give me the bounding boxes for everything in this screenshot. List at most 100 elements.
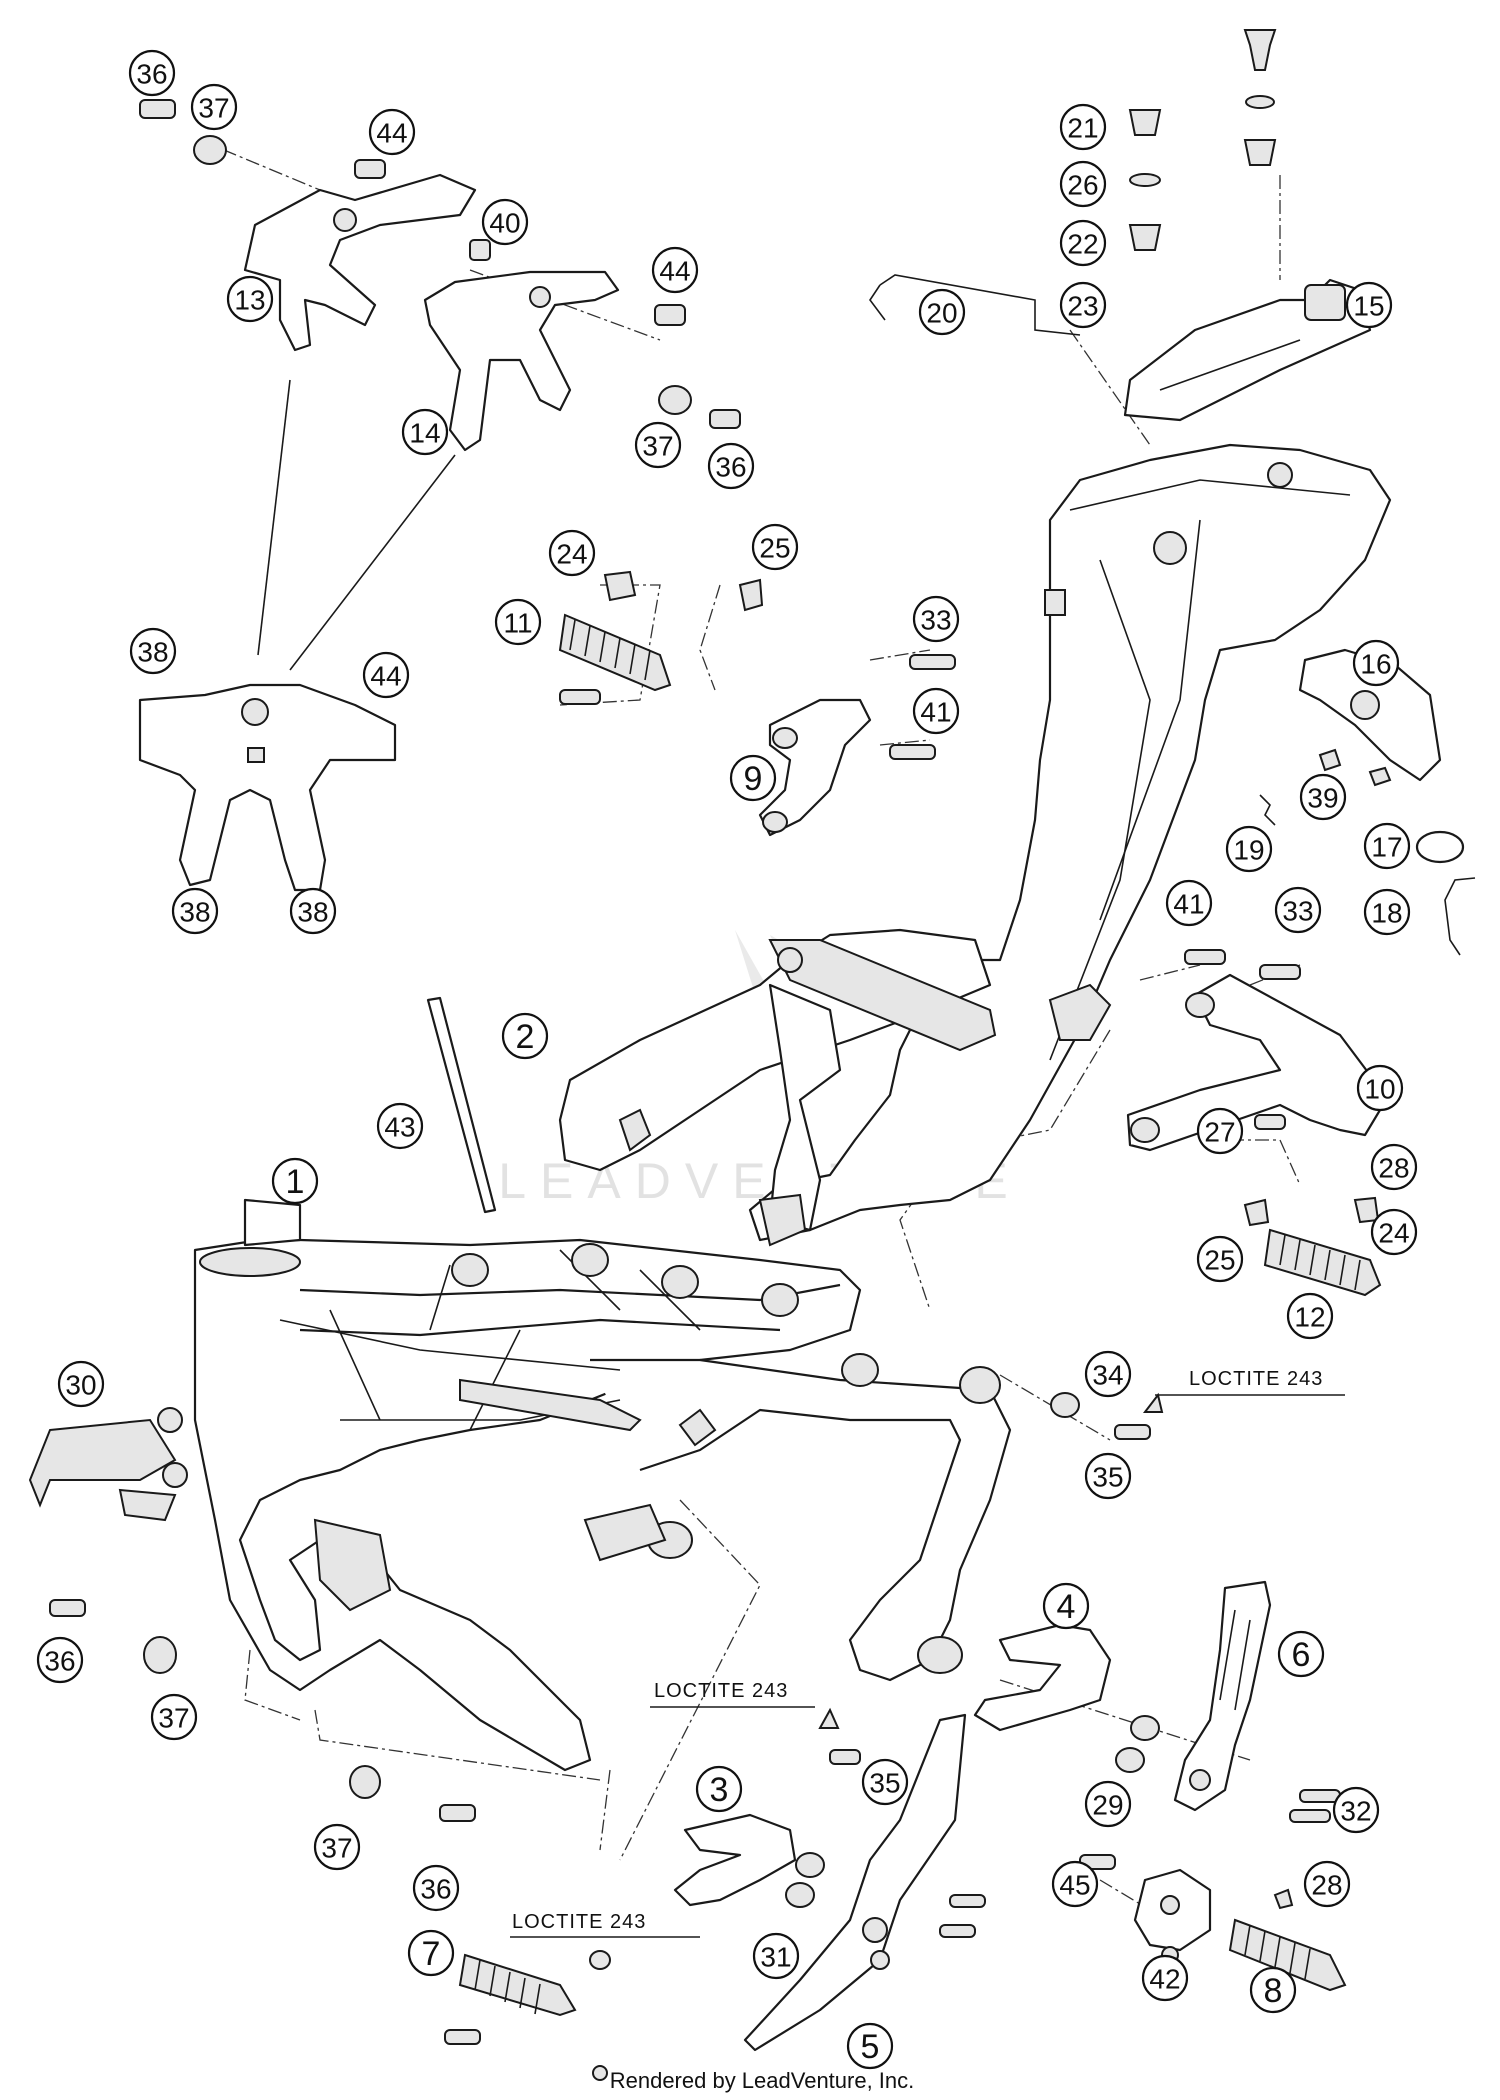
callout-part-13: 13 (226, 275, 274, 323)
callout-label: 28 (1311, 1870, 1342, 1901)
svg-text:LOCTITE 243: LOCTITE 243 (654, 1680, 788, 1702)
footer-credit: Rendered by LeadVenture, Inc. (610, 2068, 915, 2093)
callout-part-35: 35 (861, 1758, 909, 1806)
main-frame-1 (28, 1198, 1012, 1772)
bushings-top-left (139, 99, 741, 429)
mounting-plate (138, 683, 397, 892)
callout-label: 37 (198, 93, 229, 124)
callout-circle (1363, 888, 1411, 936)
callout-part-33: 33 (1274, 886, 1322, 934)
callout-part-5: 5 (846, 2022, 894, 2070)
callout-circle (129, 627, 177, 675)
callout-circle (368, 108, 416, 156)
footpeg-8 (1228, 1888, 1347, 1992)
callout-label: 9 (744, 760, 763, 798)
callout-circle (401, 408, 449, 456)
callout-label: 38 (137, 637, 168, 668)
callout-part-11: 11 (494, 598, 542, 646)
callout-part-25: 25 (1196, 1235, 1244, 1283)
callout-label: 20 (926, 298, 957, 329)
callout-label: 5 (861, 2028, 880, 2066)
callout-circle (752, 1932, 800, 1980)
callout-part-37: 37 (634, 421, 682, 469)
bracket-3 (673, 1707, 861, 1908)
callout-part-40: 40 (481, 198, 529, 246)
callout-label: 37 (321, 1833, 352, 1864)
callout-circle (1370, 1143, 1418, 1191)
footpeg-12 (1243, 1196, 1382, 1297)
callout-circle (1249, 1966, 1297, 2014)
callout-part-31: 31 (752, 1932, 800, 1980)
callout-label: 18 (1371, 898, 1402, 929)
callout-circle (1059, 281, 1107, 329)
rod-43 (426, 996, 497, 1214)
callout-label: 2 (516, 1018, 535, 1056)
callout-label: 45 (1059, 1870, 1090, 1901)
callout-part-44: 44 (368, 108, 416, 156)
callout-circle (1051, 1860, 1099, 1908)
callout-label: 41 (920, 697, 951, 728)
callout-circle (412, 1864, 460, 1912)
callout-label: 32 (1340, 1796, 1371, 1827)
callout-label: 35 (869, 1768, 900, 1799)
callout-circle (289, 887, 337, 935)
callout-circle (846, 2022, 894, 2070)
callout-label: 44 (370, 661, 401, 692)
callout-circle (481, 198, 529, 246)
callout-part-37: 37 (190, 83, 238, 131)
callout-part-33: 33 (912, 595, 960, 643)
callout-circle (729, 754, 777, 802)
bracket-14 (423, 270, 620, 452)
loctite-note-2: LOCTITE 243 (650, 1680, 815, 1708)
callout-part-36: 36 (36, 1636, 84, 1684)
callout-label: 38 (297, 897, 328, 928)
callout-label: 10 (1364, 1074, 1395, 1105)
callout-label: 36 (44, 1646, 75, 1677)
heel-guard-5 (743, 1713, 986, 2052)
callout-circle (1165, 879, 1213, 927)
callout-label: 3 (710, 1771, 729, 1809)
callout-label: 25 (759, 533, 790, 564)
callout-part-12: 12 (1286, 1292, 1334, 1340)
callout-part-38: 38 (289, 887, 337, 935)
callout-circle (1356, 1064, 1404, 1112)
callout-part-6: 6 (1277, 1630, 1325, 1678)
callout-circle (1332, 1786, 1380, 1834)
callout-circle (1299, 773, 1347, 821)
callout-part-16: 16 (1352, 639, 1400, 687)
callout-label: 41 (1173, 889, 1204, 920)
callout-circle (362, 651, 410, 699)
callout-circle (1196, 1235, 1244, 1283)
callout-label: 36 (136, 59, 167, 90)
callout-label: 44 (376, 118, 407, 149)
plate-42-45 (1079, 1854, 1212, 1964)
callout-part-14: 14 (401, 408, 449, 456)
callout-circle (1274, 886, 1322, 934)
callout-label: 25 (1204, 1245, 1235, 1276)
callout-label: 14 (409, 418, 440, 449)
callout-label: 11 (503, 608, 532, 639)
callout-part-34: 34 (1084, 1350, 1132, 1398)
callout-label: 28 (1378, 1153, 1409, 1184)
callout-circle (861, 1758, 909, 1806)
callout-label: 19 (1233, 835, 1264, 866)
callout-part-37: 37 (313, 1823, 361, 1871)
callout-part-32: 32 (1332, 1786, 1380, 1834)
callout-part-38: 38 (129, 627, 177, 675)
loctite-note-3: LOCTITE 243 (510, 1911, 700, 1938)
callout-label: 34 (1092, 1360, 1123, 1391)
callout-circle (912, 595, 960, 643)
callout-part-30: 30 (57, 1360, 105, 1408)
callout-part-25: 25 (751, 523, 799, 571)
callout-label: 44 (659, 256, 690, 287)
callout-part-42: 42 (1141, 1954, 1189, 2002)
callout-circle (1286, 1292, 1334, 1340)
callout-circle (407, 1929, 455, 1977)
callout-label: 7 (422, 1935, 441, 1973)
callout-part-4: 4 (1042, 1582, 1090, 1630)
callout-circle (226, 275, 274, 323)
callout-part-10: 10 (1356, 1064, 1404, 1112)
callout-label: 17 (1371, 832, 1402, 863)
callout-circle (918, 288, 966, 336)
